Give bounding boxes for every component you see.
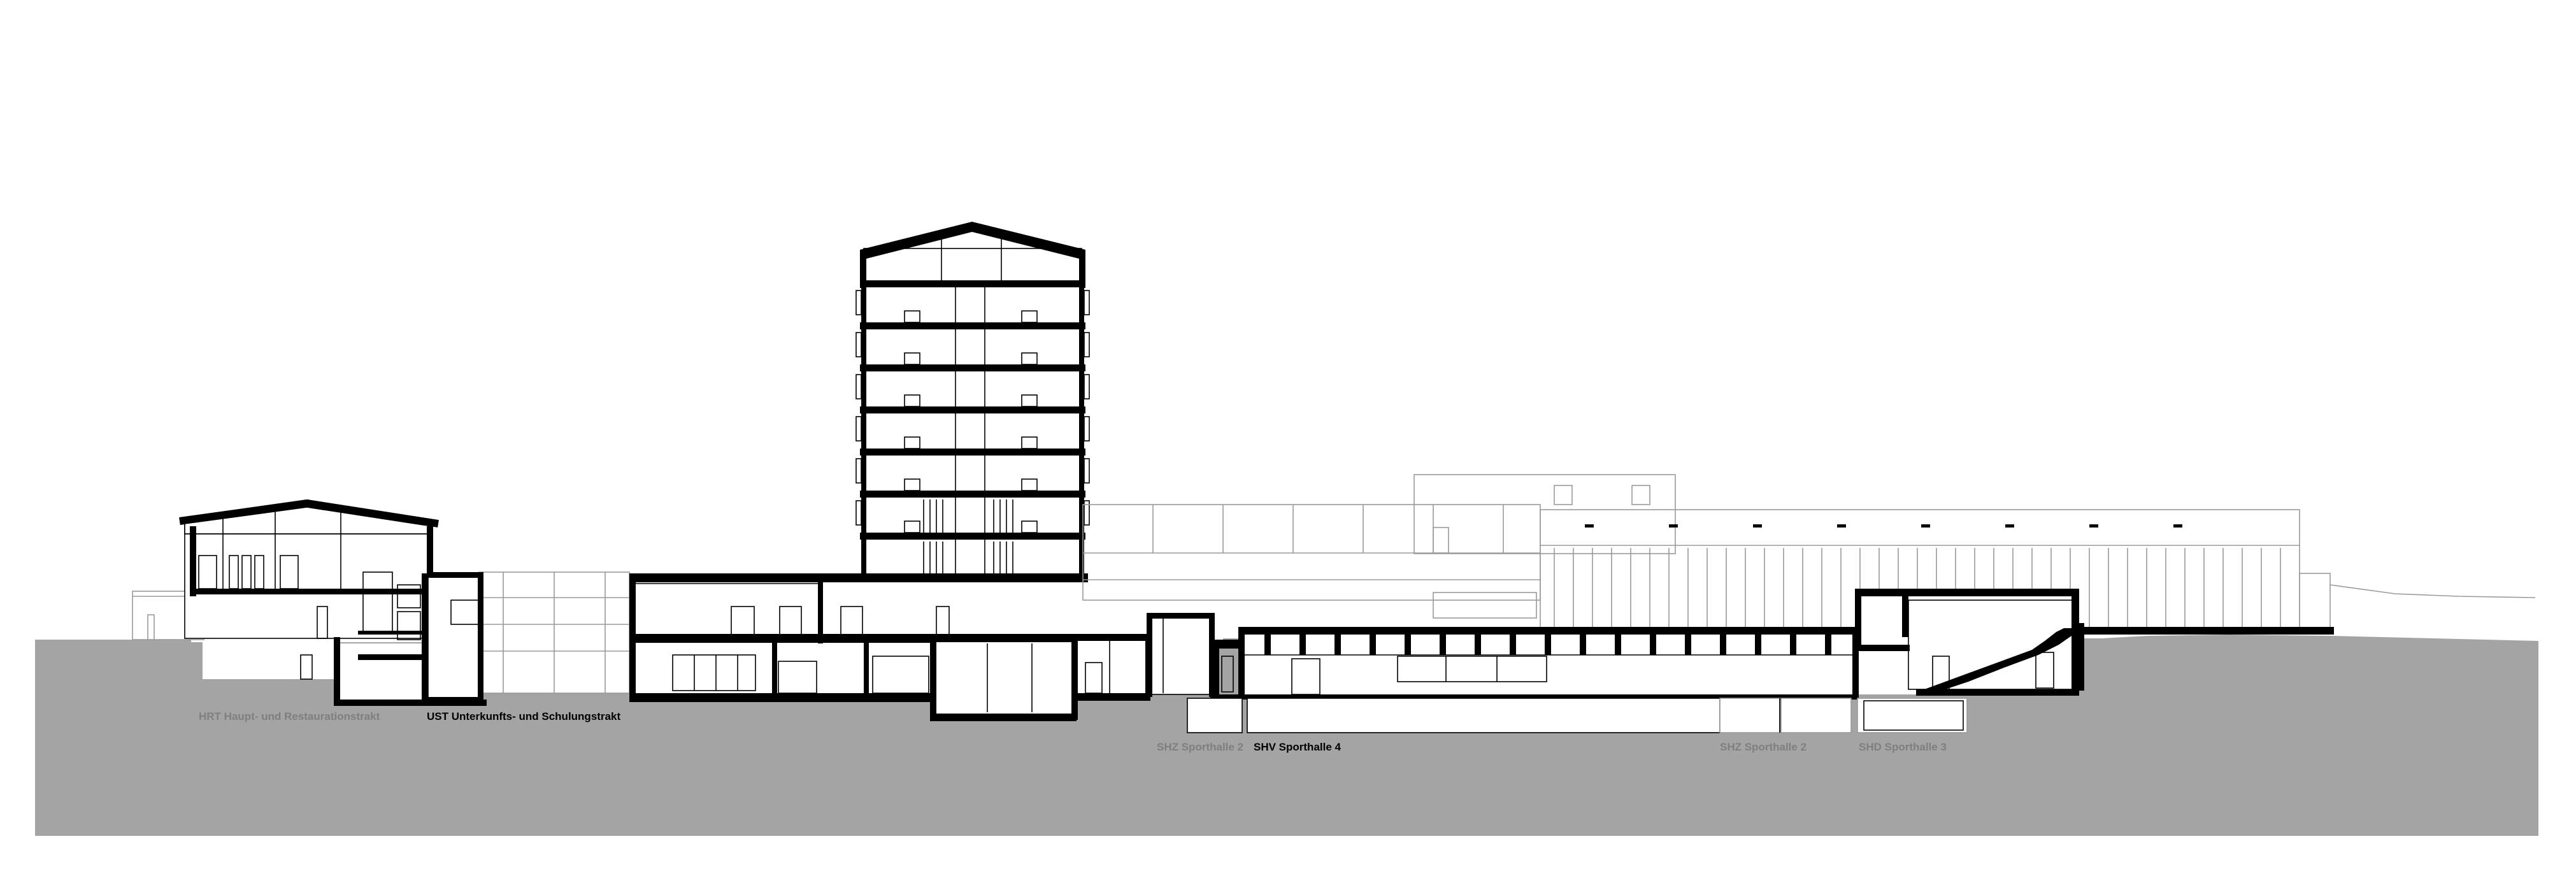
background-elevation [1082, 474, 2536, 629]
label-shv: SHV Sporthalle 4 [1254, 741, 1342, 753]
ust-building [427, 571, 1171, 721]
label-shz-right: SHZ Sporthalle 2 [1720, 741, 1807, 753]
hrt-building [132, 499, 487, 706]
shd-building [1855, 589, 2334, 696]
tower-building [855, 222, 1090, 582]
label-shd: SHD Sporthalle 3 [1859, 741, 1947, 753]
shv-building [1147, 613, 1968, 733]
section-labels: HRT Haupt- und Restaurationstrakt UST Un… [199, 710, 1947, 753]
label-shz-left: SHZ Sporthalle 2 [1157, 741, 1243, 753]
label-hrt: HRT Haupt- und Restaurationstrakt [199, 710, 380, 722]
label-ust: UST Unterkunfts- und Schulungstrakt [427, 710, 620, 722]
